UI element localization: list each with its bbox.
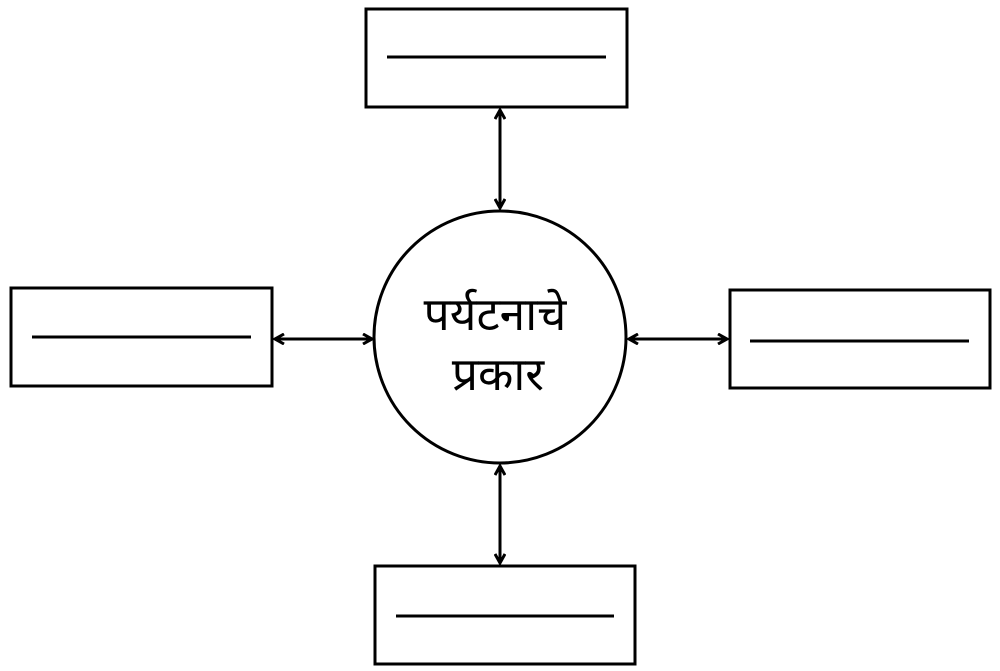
bottom-box [373, 564, 637, 666]
center-node: पर्यटनाचे प्रकार [372, 209, 628, 465]
right-box [728, 288, 992, 390]
center-title-line1: पर्यटनाचे [424, 287, 567, 341]
center-title-line2: प्रकार [452, 347, 545, 401]
top-box [364, 7, 629, 109]
left-box [9, 286, 274, 388]
